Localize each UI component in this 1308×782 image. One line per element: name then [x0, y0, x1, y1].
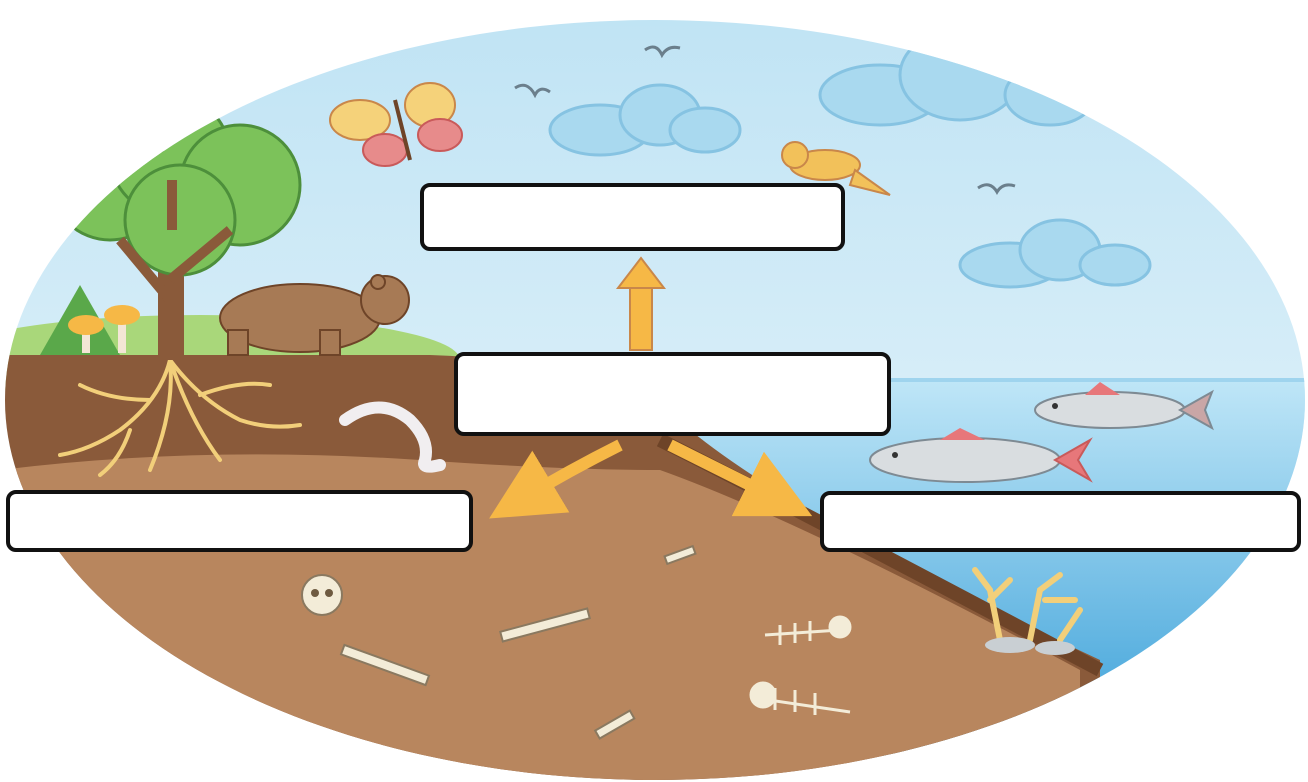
label-box-top[interactable]	[420, 183, 845, 251]
label-box-middle[interactable]	[454, 352, 891, 436]
label-box-left[interactable]	[6, 490, 473, 552]
label-box-right[interactable]	[820, 491, 1301, 552]
skull	[302, 575, 342, 615]
